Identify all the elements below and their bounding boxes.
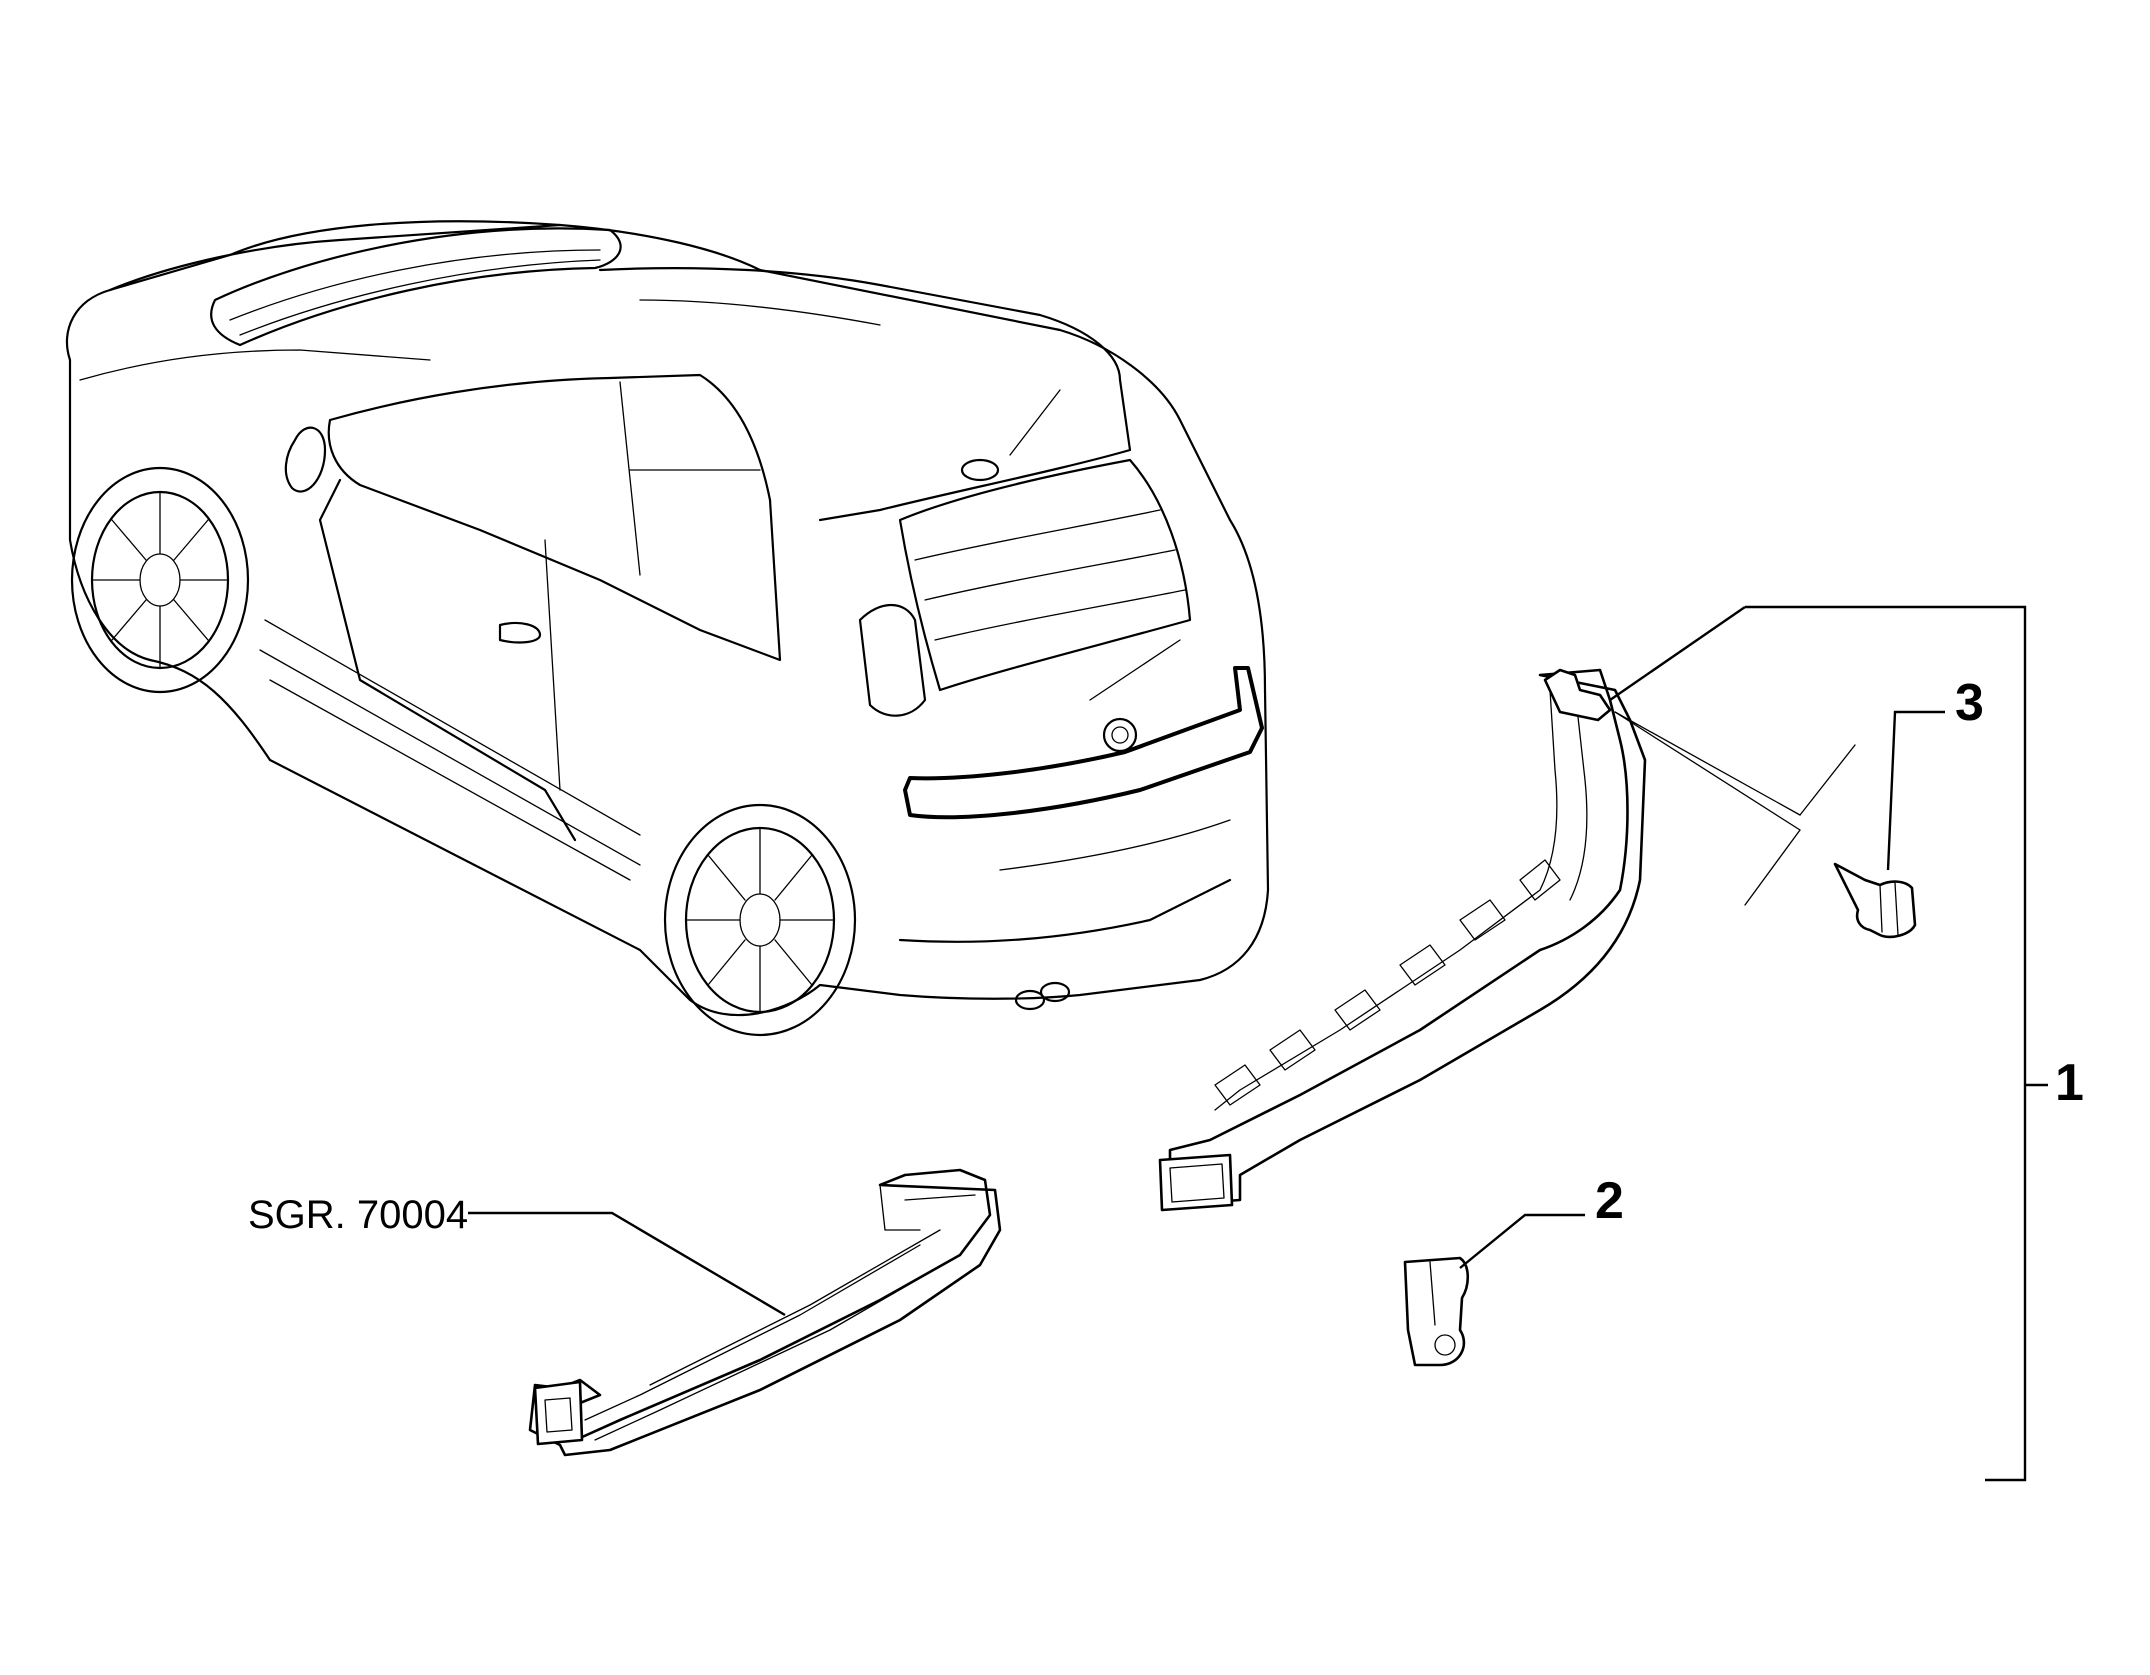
reinforcement-beam-sgr70004 bbox=[528, 1168, 1002, 1457]
part-1-bumper-absorber bbox=[1158, 668, 1647, 1212]
callout-1: 1 bbox=[2055, 1054, 2084, 1112]
car-illustration bbox=[65, 220, 1270, 1037]
front-wheel bbox=[70, 466, 250, 694]
part-3-clip bbox=[1833, 862, 1917, 939]
rear-wheel bbox=[663, 803, 857, 1037]
callout-3: 3 bbox=[1955, 674, 1984, 732]
part-2-bracket bbox=[1403, 1256, 1470, 1367]
callout-sgr-ref: SGR. 70004 bbox=[248, 1193, 468, 1237]
leader-lines bbox=[468, 605, 2048, 1482]
callout-2: 2 bbox=[1595, 1172, 1624, 1230]
